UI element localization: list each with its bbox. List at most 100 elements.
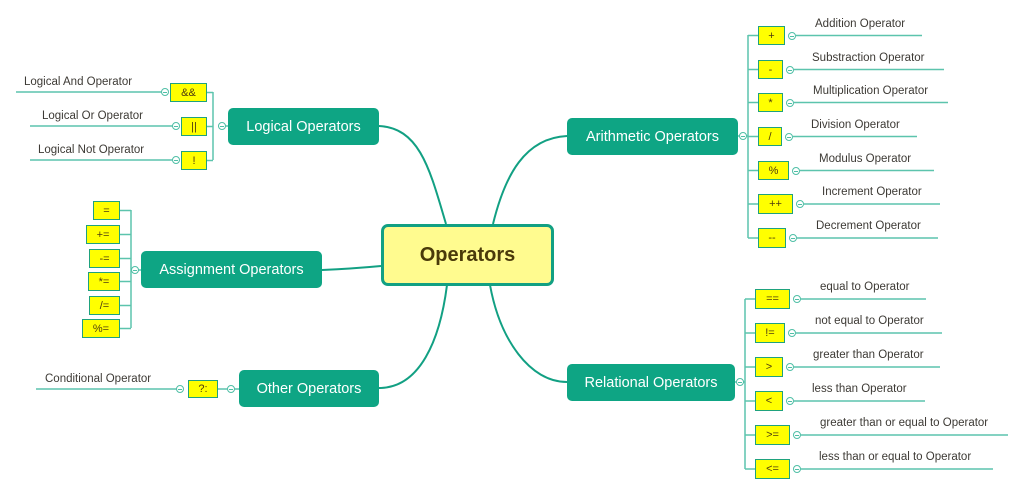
leaf-assignment[interactable]: =: [93, 201, 120, 220]
operator-description: less than or equal to Operator: [819, 451, 972, 463]
operator-description: equal to Operator: [820, 281, 910, 293]
leaf-symbol: /: [768, 130, 772, 143]
collapse-toggle-icon[interactable]: [788, 329, 796, 337]
topic-assignment-operators[interactable]: Assignment Operators: [141, 251, 322, 288]
operator-description: Logical Not Operator: [38, 144, 145, 156]
collapse-toggle-icon[interactable]: [796, 200, 804, 208]
operator-description: Increment Operator: [822, 186, 922, 198]
leaf-relational[interactable]: >: [755, 357, 783, 377]
collapse-toggle-icon[interactable]: [172, 122, 180, 130]
operator-description: Modulus Operator: [819, 152, 912, 165]
collapse-toggle-icon[interactable]: [792, 166, 800, 175]
leaf-relational[interactable]: <=: [755, 459, 790, 479]
collapse-toggle-icon[interactable]: [161, 88, 169, 96]
leaf-relational[interactable]: >=: [755, 425, 790, 445]
collapse-toggle-icon[interactable]: [789, 234, 797, 242]
leaf-relational[interactable]: <: [755, 391, 783, 411]
connector-central-relational: [489, 284, 568, 383]
leaf-arithmetic[interactable]: /: [758, 127, 782, 146]
operator-description: Substraction Operator: [812, 51, 925, 64]
leaf-symbol: ?:: [198, 383, 208, 395]
collapse-toggle-icon[interactable]: [172, 156, 180, 164]
leaf-symbol: +: [768, 29, 775, 42]
collapse-toggle-icon[interactable]: [786, 98, 794, 107]
leaf-assignment[interactable]: %=: [82, 319, 120, 338]
connector-central-assignment: [321, 265, 382, 271]
leaf-relational[interactable]: !=: [755, 323, 785, 343]
central-topic[interactable]: Operators: [381, 224, 554, 286]
operator-description: Addition Operator: [815, 17, 906, 30]
collapse-toggle-icon[interactable]: [793, 295, 801, 303]
leaf-logical[interactable]: ||: [181, 117, 207, 136]
topic-logical-operators[interactable]: Logical Operators: [228, 108, 379, 145]
collapse-toggle-icon[interactable]: [793, 431, 801, 439]
leaf-symbol: ==: [766, 293, 779, 305]
leaf-logical[interactable]: &&: [170, 83, 207, 102]
leaf-symbol: -=: [99, 252, 110, 265]
collapse-toggle-icon[interactable]: [785, 132, 793, 141]
operator-description: Logical Or Operator: [42, 110, 143, 122]
leaf-arithmetic[interactable]: +: [758, 26, 785, 45]
collapse-toggle-icon[interactable]: [788, 31, 796, 40]
leaf-arithmetic[interactable]: -: [758, 60, 783, 79]
leaf-arithmetic[interactable]: *: [758, 93, 783, 112]
leaf-symbol: /=: [99, 299, 110, 312]
leaf-arithmetic[interactable]: ++: [758, 194, 793, 214]
other-collapse-icon[interactable]: [227, 385, 235, 393]
leaf-symbol: <: [765, 395, 773, 407]
leaf-symbol: %=: [92, 322, 110, 335]
operator-description: greater than Operator: [813, 349, 924, 361]
leaf-symbol: -: [768, 63, 773, 76]
leaf-symbol: !=: [765, 327, 775, 339]
topic-arithmetic-operators[interactable]: Arithmetic Operators: [567, 118, 738, 155]
connector-central-arithmetic: [492, 135, 568, 225]
leaf-symbol: *: [768, 96, 773, 109]
collapse-toggle-icon[interactable]: [786, 363, 794, 371]
connector-central-logical: [378, 125, 447, 225]
topic-label: Logical Operators: [246, 118, 361, 135]
relational-collapse-icon[interactable]: [736, 378, 744, 386]
leaf-arithmetic[interactable]: --: [758, 228, 786, 248]
operator-description: Multiplication Operator: [813, 84, 929, 97]
operator-description: not equal to Operator: [815, 315, 924, 327]
operator-description: less than Operator: [812, 383, 907, 395]
leaf-assignment[interactable]: +=: [86, 225, 120, 244]
leaf-symbol: &&: [181, 86, 196, 99]
connector-central-other: [378, 284, 448, 389]
leaf-symbol: ||: [191, 120, 197, 133]
topic-label: Assignment Operators: [159, 261, 304, 278]
assignment-collapse-icon[interactable]: [131, 266, 139, 274]
leaf-symbol: >=: [766, 429, 779, 441]
leaf-symbol: <=: [766, 463, 779, 475]
leaf-assignment[interactable]: /=: [89, 296, 120, 315]
collapse-toggle-icon[interactable]: [786, 397, 794, 405]
leaf-symbol: %: [768, 164, 779, 177]
leaf-symbol: >: [765, 361, 773, 373]
operator-description: Logical And Operator: [24, 76, 133, 88]
leaf-symbol: *=: [98, 275, 110, 288]
arithmetic-collapse-icon[interactable]: [739, 132, 747, 140]
topic-label: Relational Operators: [584, 374, 718, 391]
logical-collapse-icon[interactable]: [218, 122, 226, 130]
collapse-toggle-icon[interactable]: [793, 465, 801, 473]
collapse-toggle-icon[interactable]: [786, 65, 794, 74]
topic-relational-operators[interactable]: Relational Operators: [567, 364, 735, 401]
leaf-symbol: !: [192, 154, 196, 167]
central-topic-label: Operators: [419, 243, 516, 266]
operator-description: greater than or equal to Operator: [820, 417, 989, 429]
operator-description: Decrement Operator: [816, 220, 921, 232]
operator-description: Division Operator: [811, 118, 900, 131]
leaf-relational[interactable]: ==: [755, 289, 790, 309]
leaf-arithmetic[interactable]: %: [758, 161, 789, 180]
leaf-logical[interactable]: !: [181, 151, 207, 170]
leaf-symbol: =: [103, 204, 110, 217]
topic-other-operators[interactable]: Other Operators: [239, 370, 379, 407]
collapse-toggle-icon[interactable]: [176, 385, 184, 393]
leaf-assignment[interactable]: -=: [89, 249, 120, 268]
leaf-symbol: +=: [96, 228, 110, 241]
topic-label: Other Operators: [256, 380, 362, 397]
leaf-other[interactable]: ?:: [188, 380, 218, 398]
leaf-assignment[interactable]: *=: [88, 272, 120, 291]
